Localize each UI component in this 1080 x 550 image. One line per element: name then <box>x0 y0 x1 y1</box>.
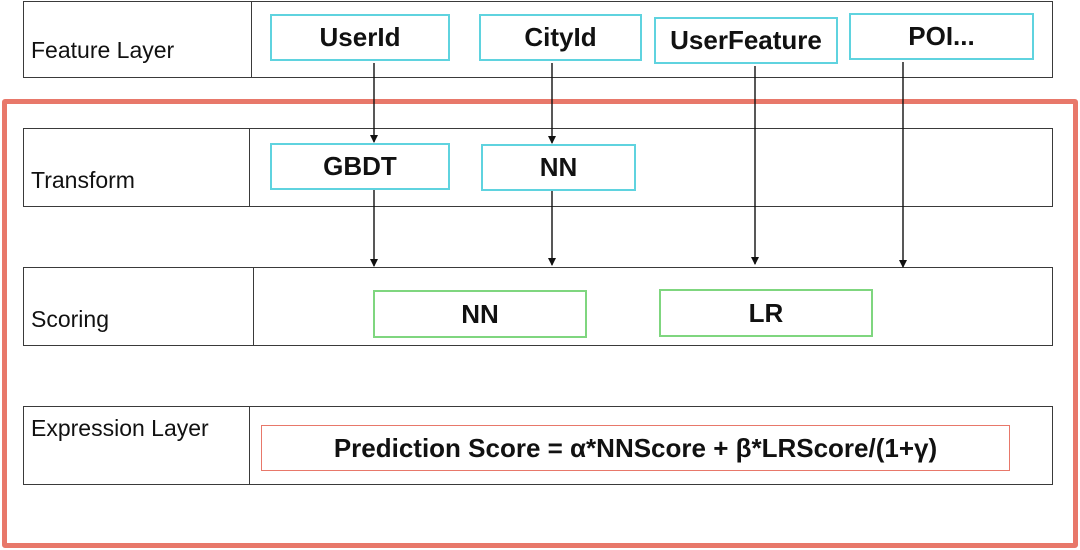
feature-box-userfeature: UserFeature <box>654 17 838 64</box>
transform-box-nn: NN <box>481 144 636 191</box>
feature-box-cityid: CityId <box>479 14 642 61</box>
expression-layer-label-cell <box>23 406 250 485</box>
scoring-layer-label-cell <box>23 267 254 346</box>
model-layers-highlight-frame <box>2 99 1078 548</box>
feature-layer-label-cell <box>23 1 252 78</box>
feature-box-poi: POI... <box>849 13 1034 60</box>
transform-layer-label-cell <box>23 128 250 207</box>
transform-layer-label: Transform <box>31 167 135 193</box>
scoring-layer-label: Scoring <box>31 306 109 332</box>
scoring-box-nn: NN <box>373 290 587 338</box>
feature-box-userid: UserId <box>270 14 450 61</box>
transform-layer-row <box>23 128 1053 207</box>
prediction-score-formula-box: Prediction Score = α*NNScore + β*LRScore… <box>261 425 1010 471</box>
expression-layer-label: Expression Layer <box>31 415 209 441</box>
transform-box-gbdt: GBDT <box>270 143 450 190</box>
feature-layer-label: Feature Layer <box>31 37 175 63</box>
scoring-box-lr: LR <box>659 289 873 337</box>
